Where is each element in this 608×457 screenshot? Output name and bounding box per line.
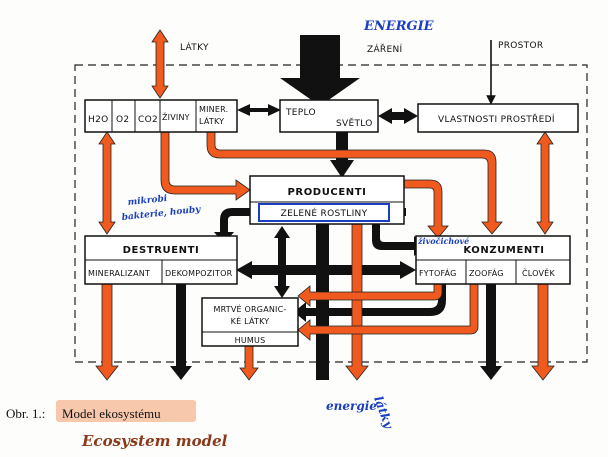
producenti-mrtve-arrow [274, 226, 290, 298]
abiotic-h2o: H2O [88, 115, 108, 125]
vlastnosti-label: VLASTNOSTI PROSTŘEDÍ [438, 113, 555, 125]
abiotic-producenti-arrow [160, 131, 251, 201]
vlastnosti-konzumenti-arrow [536, 131, 554, 235]
destruenti-energy-out-arrow [170, 284, 192, 380]
zareni-label: ZÁŘENÍ [367, 43, 402, 55]
abiotic-box: H2O O2 CO2 ŽIVINY MINER. LÁTKY [84, 99, 238, 133]
svetlo-label: SVĚTLO [336, 117, 373, 129]
latky-input-arrow [151, 29, 169, 99]
konzumenti-box: KONZUMENTI FYTOFÁG ZOOFÁG ČLOVĚK [415, 235, 571, 285]
abiotic-latky: LÁTKY [199, 115, 224, 126]
producenti-konzumenti-orange [403, 179, 449, 239]
zoofag-mrtve-arrow [297, 283, 479, 341]
energie-bottom-annotation: energie [326, 399, 377, 413]
producenti-subtitle: ZELENÉ ROSTLINY [281, 207, 368, 219]
producenti-konzumenti-arrow [372, 208, 426, 256]
producenti-latky-out-arrow [345, 223, 369, 381]
mrtve-line1: MRTVÉ ORGANIC- [214, 303, 287, 314]
mrtve-latky-out-arrow [239, 345, 259, 381]
vlastnosti-box: VLASTNOSTI PROSTŘEDÍ [417, 103, 579, 133]
destruenti-box: DESTRUENTI MINERALIZANT DEKOMPOZITOR [84, 235, 238, 285]
energy-input-arrow [280, 35, 360, 106]
latky-label: LÁTKY [180, 41, 209, 53]
energie-top-annotation: ENERGIE [363, 19, 435, 34]
fytofag-mrtve-arrow [297, 283, 443, 307]
producenti-subtitle-highlight [258, 203, 390, 222]
abiotic-co2: CO2 [138, 115, 158, 125]
caption-title: Model ekosystému [62, 406, 161, 421]
abiotic-destruenti-arrow [98, 131, 116, 235]
mikrobi-annotation: mikrobi [127, 194, 168, 208]
destruenti-title: DESTRUENTI [123, 245, 200, 256]
abiotic-ziviny: ŽIVINY [162, 111, 190, 122]
caption-highlight [56, 400, 196, 422]
konzumenti-latky-out-arrow [531, 283, 555, 381]
caption-prefix: Obr. 1.: [6, 406, 45, 421]
mrtve-box: MRTVÉ ORGANIC- KÉ LÁTKY HUMUS [201, 297, 299, 347]
teplo-label: TEPLO [285, 108, 316, 118]
caption-handwritten: Ecosystem model [81, 432, 228, 450]
teplo-abiotic-arrow [237, 104, 281, 116]
destruenti-latky-out-arrow [95, 283, 119, 381]
prostor-label: PROSTOR [498, 41, 543, 51]
abiotic-miner: MINER. [199, 105, 228, 114]
producenti-box: PRODUCENTI ZELENÉ ROSTLINY [249, 175, 405, 225]
abiotic-konzumenti-loop-arrow [206, 131, 503, 235]
producenti-title: PRODUCENTI [287, 187, 366, 198]
ecosystem-boundary [74, 64, 588, 363]
abiotic-o2: O2 [116, 115, 129, 125]
destruenti-dekompozitor: DEKOMPOZITOR [165, 269, 233, 278]
energy-output-trunk [316, 224, 329, 380]
konzumenti-clovek: ČLOVĚK [522, 267, 555, 278]
konzumenti-zoofag: ZOOFÁG [469, 267, 504, 278]
zivocichove-annotation: živočichové [417, 236, 469, 246]
mrtve-humus: HUMUS [235, 336, 266, 345]
teplo-vlastnosti-arrow [378, 108, 418, 124]
konzumenti-title: KONZUMENTI [463, 245, 544, 256]
teplo-svetlo-box: TEPLO SVĚTLO [279, 99, 379, 133]
konzumenti-fytofag: FYTOFÁG [419, 267, 456, 278]
mrtve-line2: KÉ LÁTKY [231, 315, 270, 326]
destruenti-mineralizant: MINERALIZANT [88, 269, 150, 278]
producenti-destruenti-arrow [214, 208, 250, 244]
konzumenti-energy-out-arrow [480, 284, 502, 380]
konzumenti-mrtve-arrow [294, 284, 446, 322]
